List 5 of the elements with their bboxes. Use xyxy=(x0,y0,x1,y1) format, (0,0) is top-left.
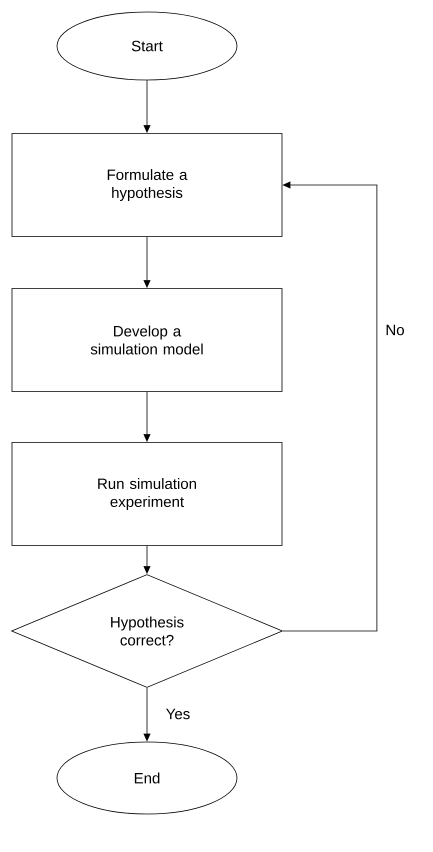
edge-label: Yes xyxy=(164,708,192,720)
process-box: Develop a simulation model xyxy=(12,288,282,392)
edge-label: No xyxy=(384,324,406,336)
process-box: Run simulation experiment xyxy=(12,442,282,546)
process-box: Formulate a hypothesis xyxy=(12,133,282,237)
